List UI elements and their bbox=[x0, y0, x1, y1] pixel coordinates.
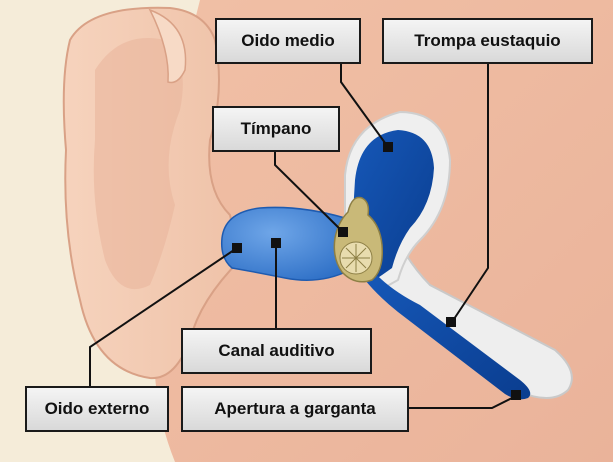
label-trompa-eustaquio: Trompa eustaquio bbox=[382, 18, 593, 64]
label-timpano: Tímpano bbox=[212, 106, 340, 152]
label-canal-auditivo: Canal auditivo bbox=[181, 328, 372, 374]
leader-oido-externo bbox=[89, 247, 238, 386]
leader-lines bbox=[89, 64, 517, 409]
helix-fold bbox=[148, 8, 187, 84]
eustachian-tube bbox=[365, 270, 531, 400]
label-oido-medio: Oido medio bbox=[215, 18, 361, 64]
leader-timpano bbox=[274, 152, 344, 233]
leader-oido-medio bbox=[340, 64, 389, 148]
pinna-concha bbox=[93, 38, 183, 290]
label-oido-externo: Oido externo bbox=[25, 386, 169, 432]
ear-canal bbox=[220, 206, 351, 281]
leader-trompa bbox=[451, 64, 489, 323]
eardrum-rays bbox=[342, 244, 370, 272]
pointer-markers bbox=[232, 142, 521, 400]
label-apertura-garganta: Apertura a garganta bbox=[181, 386, 409, 432]
leader-apertura bbox=[409, 395, 517, 409]
